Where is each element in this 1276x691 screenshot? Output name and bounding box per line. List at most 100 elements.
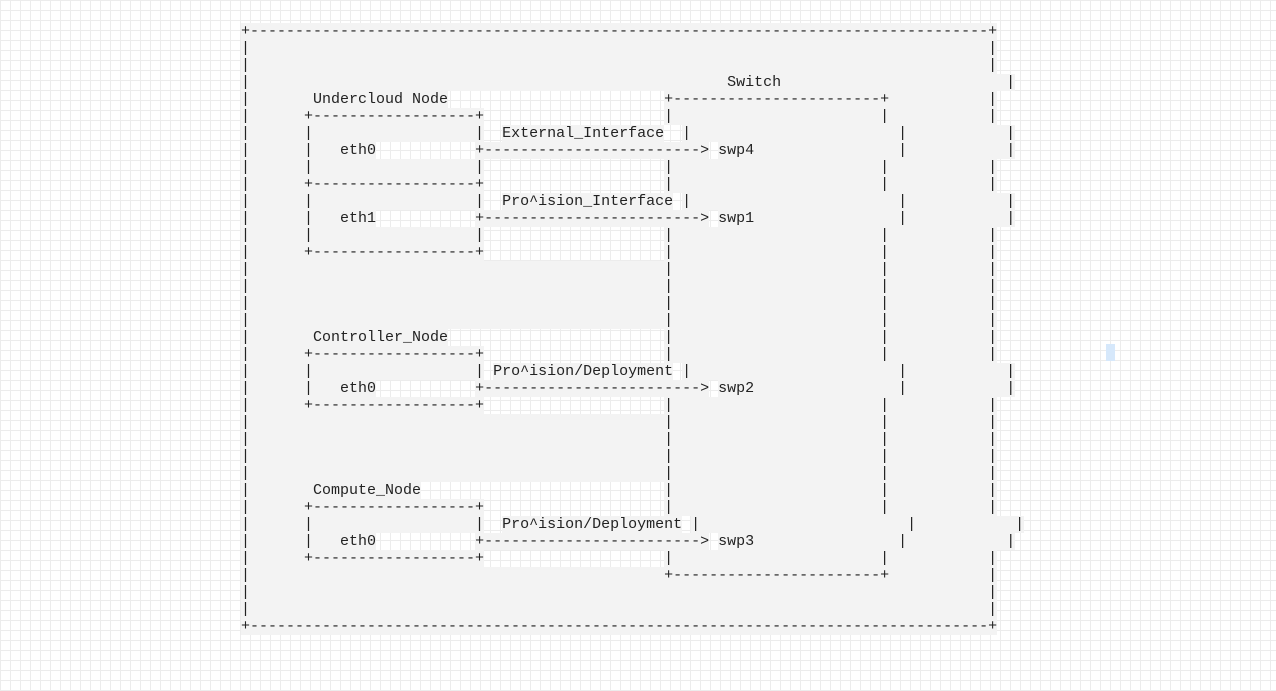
diagram-row: | +------------------+ | | |: [241, 108, 998, 125]
spacer: [664, 125, 682, 142]
controller-link-arrow: +------------------------>: [475, 380, 710, 397]
switch-box-side: | |: [664, 431, 890, 448]
provision-link-arrow: +------------------------>: [475, 210, 710, 227]
diagram-row: | | | |: [241, 431, 998, 448]
spacer: [484, 159, 664, 176]
compute-link-label: Pro^ision/Deployment: [502, 516, 683, 533]
diagram-row: | | | |: [241, 448, 998, 465]
compute-box-side: | |: [304, 516, 485, 533]
outer-border-side: |: [781, 74, 1016, 91]
switch-box-side: | |: [682, 193, 908, 210]
undercloud-eth1-label: eth1: [340, 210, 377, 227]
swp2-port-label: swp2: [718, 380, 755, 397]
switch-box-side: | |: [664, 176, 890, 193]
diagram-row: | | | |: [241, 261, 998, 278]
compute-eth0-label: eth0: [340, 533, 377, 550]
spacer: [484, 176, 664, 193]
diagram-row: | | eth1 +------------------------> swp1…: [241, 210, 1016, 227]
outer-border-side: |: [241, 244, 305, 261]
diagram-row: | | | |: [241, 414, 998, 431]
diagram-row: | +------------------+ | | |: [241, 397, 998, 414]
spacer: [484, 346, 664, 363]
outer-border-side: |: [889, 261, 998, 278]
outer-border-side: |: [241, 312, 665, 329]
switch-box-side: | |: [664, 346, 890, 363]
outer-border-top: +---------------------------------------…: [241, 23, 998, 40]
undercloud-box-side: | |: [304, 125, 485, 142]
diagram-row: | | | | | |: [241, 159, 998, 176]
spacer: [484, 227, 664, 244]
switch-label: Switch: [727, 74, 782, 91]
compute-box-side: |: [304, 533, 341, 550]
controller-box-side: | |: [304, 363, 485, 380]
diagram-row: | | | |: [241, 295, 998, 312]
compute-box-top: +------------------+: [304, 499, 485, 516]
diagram-row: | Compute_Node | | |: [241, 482, 998, 499]
outer-border-side: |: [241, 176, 305, 193]
outer-border-side: |: [889, 499, 998, 516]
diagram-row: | | eth0 +------------------------> swp3…: [241, 533, 1016, 550]
diagram-row: | +-----------------------+ |: [241, 567, 998, 584]
outer-border-side: |: [241, 516, 305, 533]
outer-border-side: |: [889, 482, 998, 499]
diagram-row: | |: [241, 40, 998, 57]
spacer: [484, 397, 664, 414]
spacer: [484, 108, 664, 125]
outer-border-side: |: [241, 380, 305, 397]
outer-border-side: |: [241, 533, 305, 550]
outer-border-bottom: +---------------------------------------…: [241, 618, 998, 635]
outer-border-side: | |: [241, 601, 998, 618]
controller-eth0-label: eth0: [340, 380, 377, 397]
diagram-row: | +------------------+ | | |: [241, 550, 998, 567]
spacer: [484, 499, 664, 516]
outer-border-side: |: [241, 363, 305, 380]
outer-border-side: |: [889, 91, 998, 108]
diagram-row: +---------------------------------------…: [241, 618, 998, 635]
text-cursor-highlight: [1106, 344, 1115, 361]
spacer: [376, 533, 475, 550]
outer-border-side: |: [889, 108, 998, 125]
compute-link-arrow: +------------------------>: [475, 533, 710, 550]
outer-border-side: |: [241, 550, 305, 567]
switch-box-side: | |: [664, 108, 890, 125]
switch-box-side: | |: [664, 465, 890, 482]
swp3-port-label: swp3: [718, 533, 755, 550]
undercloud-box-side: |: [304, 142, 341, 159]
diagram-row: | | eth0 +------------------------> swp2…: [241, 380, 1016, 397]
outer-border-side: |: [241, 227, 305, 244]
outer-border-side: |: [241, 431, 665, 448]
controller-box-top: +------------------+: [304, 346, 485, 363]
spacer: [421, 482, 664, 499]
outer-border-side: |: [889, 312, 998, 329]
outer-border-side: |: [889, 295, 998, 312]
undercloud-box-divider: +------------------+: [304, 176, 485, 193]
outer-border-side: |: [241, 567, 665, 584]
switch-box-side: | |: [664, 448, 890, 465]
outer-border-side: |: [907, 193, 1016, 210]
controller-link-label: Pro^ision/Deployment: [493, 363, 674, 380]
outer-border-side: |: [907, 363, 1016, 380]
outer-border-side: |: [241, 499, 305, 516]
outer-border-side: |: [241, 346, 305, 363]
outer-border-side: |: [889, 550, 998, 567]
outer-border-side: |: [241, 74, 728, 91]
undercloud-box-side: | |: [304, 193, 485, 210]
undercloud-box-top: +------------------+: [304, 108, 485, 125]
spacer: [376, 142, 475, 159]
outer-border-side: |: [241, 91, 314, 108]
outer-border-side: |: [889, 244, 998, 261]
switch-box-side: | |: [664, 159, 890, 176]
switch-box-side: | |: [682, 363, 908, 380]
switch-box-side: | |: [664, 244, 890, 261]
compute-node-label: Compute_Node: [313, 482, 422, 499]
diagram-row: +---------------------------------------…: [241, 23, 998, 40]
outer-border-side: | |: [241, 40, 998, 57]
controller-box-side: |: [304, 380, 341, 397]
outer-border-side: |: [241, 142, 305, 159]
spacer: [448, 329, 664, 346]
external-link-arrow: +------------------------>: [475, 142, 710, 159]
diagram-row: | | | Pro^ision/Deployment | | |: [241, 516, 1025, 533]
spacer: [484, 516, 502, 533]
switch-box-side: | |: [664, 550, 890, 567]
outer-border-side: |: [889, 329, 998, 346]
